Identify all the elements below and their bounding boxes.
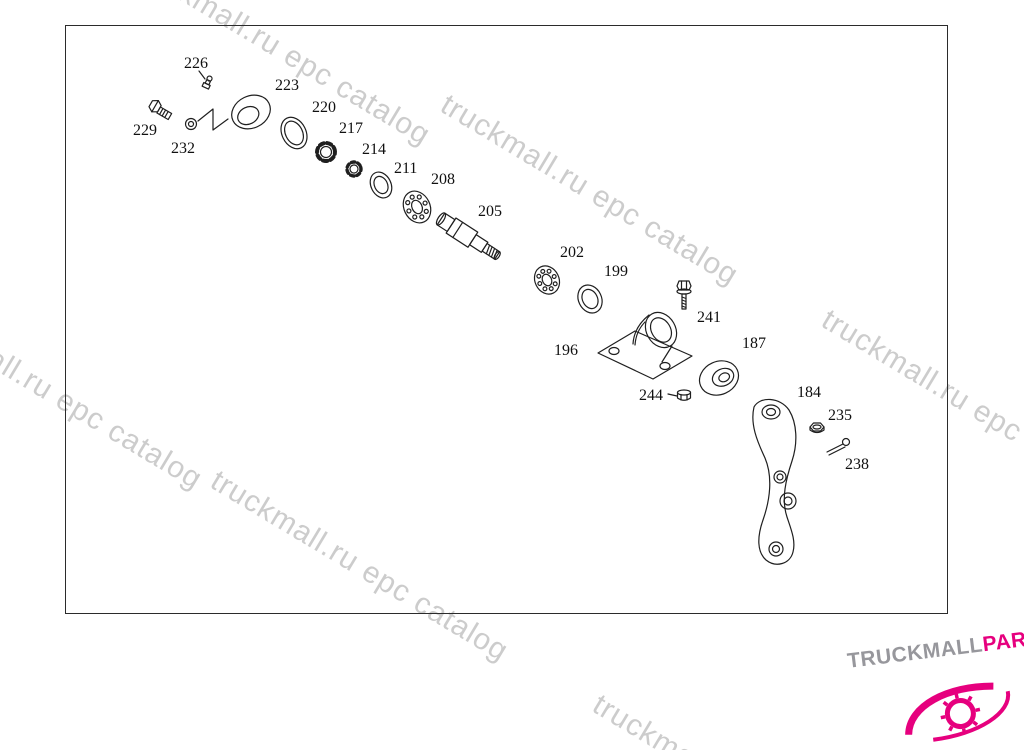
part-187-bushing <box>698 360 740 396</box>
part-label-232: 232 <box>171 140 195 157</box>
part-220-ring <box>280 116 308 150</box>
part-223-cap <box>231 94 271 130</box>
part-241-bolt <box>676 280 692 310</box>
part-label-184: 184 <box>797 384 821 401</box>
part-232-washer <box>184 108 229 131</box>
part-label-202: 202 <box>560 244 584 261</box>
part-208-bearing <box>402 190 432 224</box>
part-229-bolt <box>148 99 173 121</box>
part-202-bearing <box>533 265 561 295</box>
part-label-244: 244 <box>639 387 663 404</box>
frame-border <box>65 25 948 614</box>
part-label-217: 217 <box>339 120 363 137</box>
part-199-seal <box>577 284 603 314</box>
part-226-grease-fitting <box>198 70 213 90</box>
part-217-lock-washer <box>315 141 337 163</box>
part-label-211: 211 <box>394 160 418 177</box>
part-238-cotter-pin <box>826 437 851 456</box>
part-label-223: 223 <box>275 77 299 94</box>
part-label-205: 205 <box>478 203 502 220</box>
brand-gear-icon <box>905 682 1011 742</box>
part-244-nut <box>667 389 692 401</box>
part-label-208: 208 <box>431 171 455 188</box>
part-211-ring <box>369 171 393 199</box>
part-label-187: 187 <box>742 335 766 352</box>
part-196-flange <box>597 311 693 380</box>
part-205-shaft <box>435 212 501 261</box>
part-label-214: 214 <box>362 141 386 158</box>
part-label-241: 241 <box>697 309 721 326</box>
part-label-229: 229 <box>133 122 157 139</box>
part-label-226: 226 <box>184 55 208 72</box>
part-214-lock-washer <box>345 160 363 178</box>
part-label-196: 196 <box>554 342 578 359</box>
part-184-pitman-arm <box>752 398 797 565</box>
part-label-238: 238 <box>845 456 869 473</box>
part-label-220: 220 <box>312 99 336 116</box>
part-label-235: 235 <box>828 407 852 424</box>
part-label-199: 199 <box>604 263 628 280</box>
part-235-nut <box>809 422 825 434</box>
